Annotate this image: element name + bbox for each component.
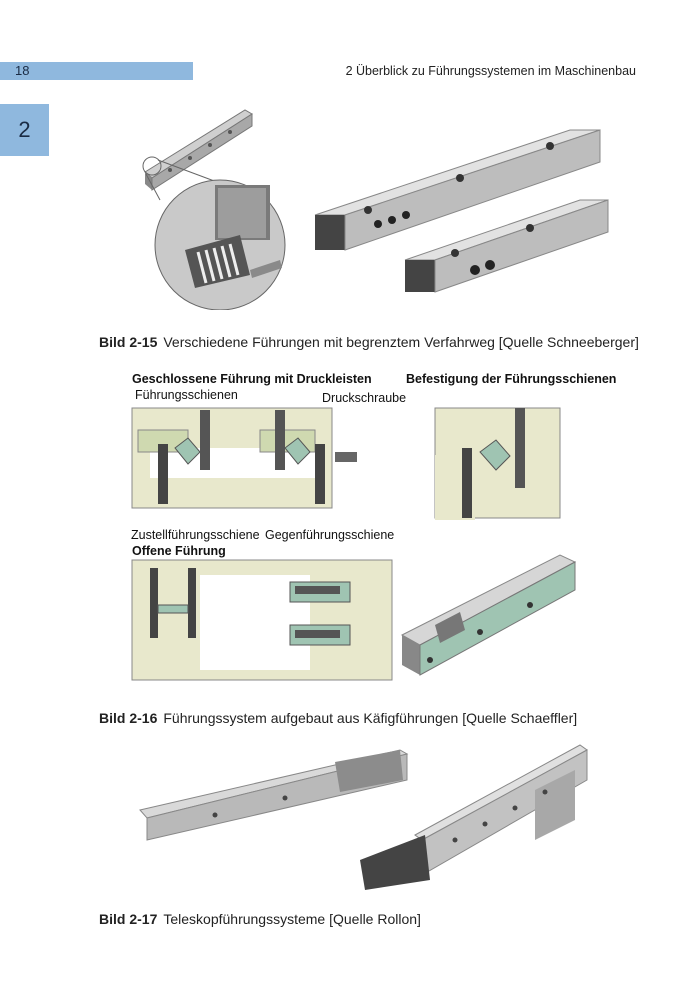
caption-text: Verschiedene Führungen mit begrenztem Ve… <box>163 334 639 350</box>
label-feed-rail: Zustellführungsschiene <box>131 528 260 542</box>
closed-guide-section <box>131 407 357 509</box>
caption-2-16: Bild 2-16 Führungssystem aufgebaut aus Kä… <box>99 710 577 726</box>
header-bar <box>0 62 193 80</box>
label-mounting: Befestigung der Führungsschienen <box>406 372 617 386</box>
label-counter-rail: Gegenführungsschiene <box>265 528 395 542</box>
caption-text: Führungssystem aufgebaut aus Käfigführun… <box>163 710 578 726</box>
label-open-guide: Offene Führung <box>132 544 226 558</box>
large-rail-lower <box>404 199 609 293</box>
figure-id: Bild 2-15 <box>99 334 158 350</box>
running-head: 2 Überblick zu Führungssystemen im Masch… <box>345 64 636 78</box>
chapter-tab: 2 <box>0 104 49 156</box>
figure-2-17-image <box>139 744 588 890</box>
figure-2-16-image <box>131 407 577 681</box>
label-pressure-screw: Druckschraube <box>322 391 407 405</box>
chapter-number: 2 <box>18 117 31 142</box>
figure-2-15-image <box>142 109 609 310</box>
rail-3d <box>400 554 577 676</box>
label-rails: Führungsschienen <box>135 388 238 402</box>
large-rail-upper <box>314 129 601 251</box>
magnifier-detail <box>145 159 286 310</box>
caption-text: Teleskopführungssysteme [Quelle Rollon] <box>163 911 421 927</box>
label-closed-guide: Geschlossene Führung mit Druckleisten <box>132 372 372 386</box>
small-rail <box>142 109 253 191</box>
telescopic-slide-left <box>139 749 409 841</box>
mounting-detail <box>434 407 561 520</box>
telescopic-slide-right <box>360 744 588 890</box>
open-guide-section <box>131 559 393 681</box>
figure-id: Bild 2-17 <box>99 911 158 927</box>
caption-2-15: Bild 2-15 Verschiedene Führungen mit begr… <box>99 334 639 350</box>
figure-id: Bild 2-16 <box>99 710 158 726</box>
caption-2-17: Bild 2-17 Teleskopführungssysteme [Quelle… <box>99 911 421 927</box>
page-number: 18 <box>15 63 30 78</box>
